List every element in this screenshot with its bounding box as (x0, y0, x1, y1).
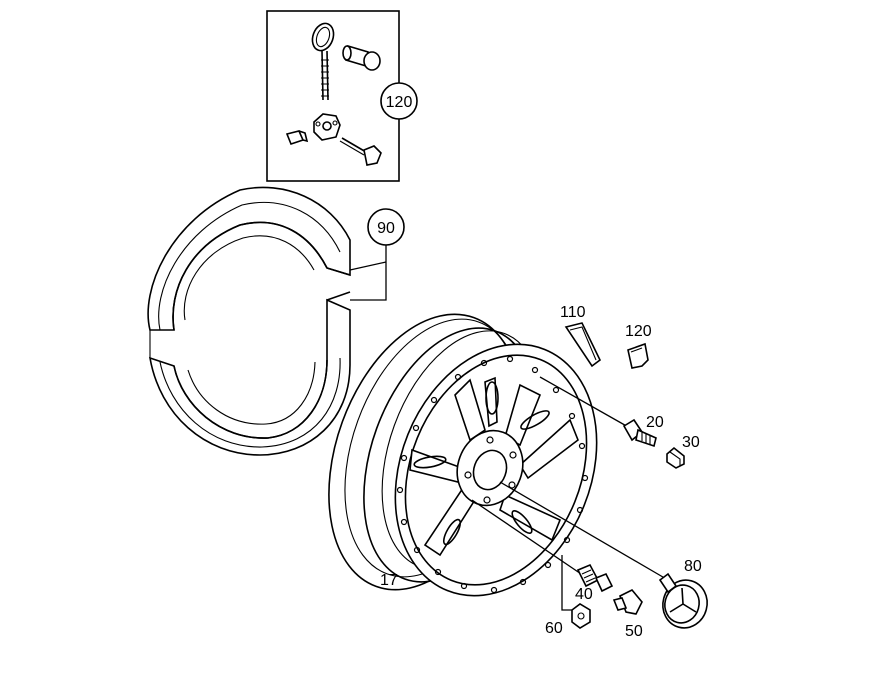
spokes (409, 376, 579, 557)
callout-90: 90 (377, 220, 395, 237)
callout-60: 60 (545, 620, 563, 637)
leader-90-lower (350, 245, 387, 301)
leader-20 (539, 376, 631, 429)
part-120: 120 (625, 323, 652, 369)
callout-120: 120 (625, 323, 652, 340)
callout-circle-100 (380, 82, 418, 120)
wheel-17: 17 (328, 313, 598, 597)
part-40: 40 (471, 499, 614, 603)
callout-110: 110 (560, 304, 586, 321)
part-60: 60 (545, 555, 591, 637)
callout-17: 17 (380, 572, 398, 589)
leader-60 (561, 555, 576, 611)
lug-holes (464, 436, 517, 504)
part-50: 50 (612, 589, 643, 640)
lock-nut (313, 113, 341, 141)
leader-90-upper (349, 261, 387, 271)
callout-20: 20 (646, 414, 664, 431)
callout-30: 30 (682, 434, 700, 451)
pin (339, 137, 382, 166)
part-80: 80 (499, 481, 708, 629)
rim-bolts (396, 355, 589, 594)
kit-box-100: 120 (266, 10, 418, 182)
eye-bolt (311, 22, 335, 101)
small-clip (285, 130, 309, 145)
leader-40 (471, 499, 591, 581)
split-ring-90: 90 (147, 186, 405, 456)
part-110: 110 (560, 304, 602, 368)
callout-50: 50 (625, 623, 643, 640)
callout-100: 120 (386, 94, 413, 111)
callout-40: 40 (575, 586, 593, 603)
part-30: 30 (666, 434, 700, 469)
leader-80 (499, 481, 669, 581)
part-20: 20 (539, 376, 664, 448)
callout-circle-90 (367, 208, 405, 246)
callout-80: 80 (684, 558, 702, 575)
cylinder-bolt (342, 44, 381, 71)
